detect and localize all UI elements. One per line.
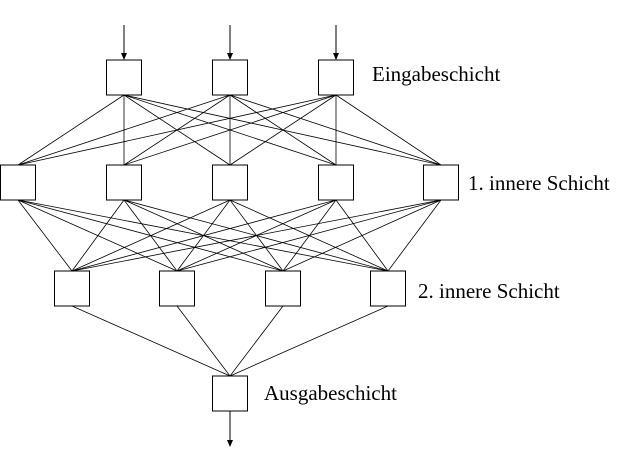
edge-hidden1-2-to-hidden2-1 <box>71 199 125 272</box>
input-arrow-head-2 <box>227 53 233 60</box>
node-hidden2-1 <box>54 270 90 307</box>
edge-hidden1-1-to-hidden2-2 <box>17 199 178 272</box>
node-input-2 <box>212 59 248 96</box>
input-arrow-head-3 <box>333 53 339 60</box>
edge-input-3-to-hidden1-3 <box>229 94 337 166</box>
node-hidden1-2 <box>106 164 142 201</box>
label-hidden-layer-2: 2. innere Schicht <box>418 279 560 303</box>
edge-hidden1-4-to-hidden2-1 <box>71 199 337 272</box>
edge-hidden1-5-to-hidden2-1 <box>71 199 442 272</box>
edge-hidden1-1-to-hidden2-1 <box>17 199 73 272</box>
edge-input-3-to-hidden1-1 <box>17 94 337 166</box>
node-hidden1-5 <box>423 164 459 201</box>
io-arrows <box>121 25 339 447</box>
neuron-nodes <box>0 59 459 412</box>
node-hidden2-3 <box>265 270 301 307</box>
edge-hidden1-5-to-hidden2-3 <box>282 199 442 272</box>
edge-hidden2-3-to-output-1 <box>229 305 284 377</box>
label-hidden-layer-1: 1. innere Schicht <box>468 171 610 195</box>
node-input-3 <box>318 59 354 96</box>
node-output-1 <box>212 375 248 412</box>
edge-hidden2-4-to-output-1 <box>229 305 389 377</box>
edge-input-3-to-hidden1-2 <box>123 94 337 166</box>
node-hidden2-4 <box>370 270 406 307</box>
input-arrow-head-1 <box>121 53 127 60</box>
node-input-1 <box>106 59 142 96</box>
node-hidden1-1 <box>0 164 36 201</box>
label-input-layer: Eingabeschicht <box>372 62 500 86</box>
edge-hidden2-2-to-output-1 <box>176 305 231 377</box>
edge-input-2-to-hidden1-5 <box>229 94 442 166</box>
edge-input-2-to-hidden1-1 <box>17 94 231 166</box>
edge-hidden1-5-to-hidden2-2 <box>176 199 442 272</box>
edge-hidden2-1-to-output-1 <box>71 305 231 377</box>
node-hidden2-2 <box>159 270 195 307</box>
edge-hidden1-3-to-hidden2-1 <box>71 199 231 272</box>
edge-hidden1-5-to-hidden2-4 <box>387 199 442 272</box>
node-hidden1-4 <box>318 164 354 201</box>
edge-input-3-to-hidden1-5 <box>335 94 442 166</box>
edge-input-1-to-hidden1-1 <box>17 94 125 166</box>
label-output-layer: Ausgabeschicht <box>264 381 397 405</box>
connection-lines <box>17 94 442 377</box>
output-arrow-head <box>227 440 233 447</box>
node-hidden1-3 <box>212 164 248 201</box>
